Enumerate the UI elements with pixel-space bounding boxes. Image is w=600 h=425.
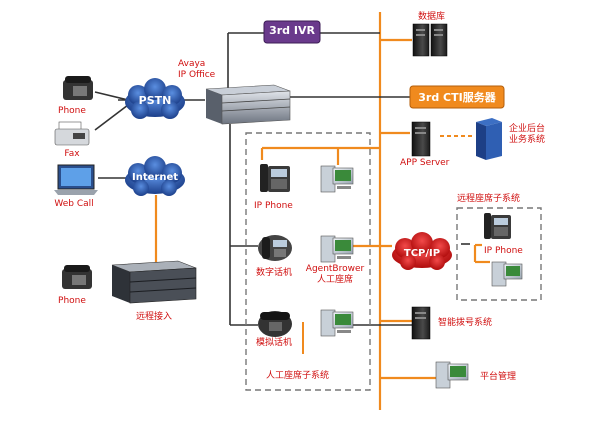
- internet-cloud-shape: [125, 156, 185, 196]
- pstn-cloud-shape: [125, 78, 185, 119]
- webcall-label: Web Call: [54, 199, 94, 209]
- pstn-cloud-label: PSTN: [138, 94, 172, 107]
- avaya-label: Avaya IP Office: [178, 59, 216, 80]
- analog-phone-icon: [258, 311, 292, 337]
- tcpip-cloud-shape: [392, 232, 452, 270]
- dialing-label: 智能拨号系统: [438, 318, 493, 328]
- agent-browser-label: AgentBrower 人工座席: [305, 264, 365, 285]
- database-label: 数据库: [418, 12, 446, 22]
- dialing-server-icon: [411, 306, 431, 340]
- remote-subsystem-box: [456, 207, 542, 301]
- ip-phone-icon: [260, 164, 290, 192]
- fax-icon: [54, 121, 90, 146]
- workstation-icon-3: [320, 309, 354, 337]
- cti-box: 3rd CTI服务器: [418, 91, 496, 104]
- remote-access-pbx-icon: [111, 260, 197, 304]
- cti-box-shape: [409, 85, 505, 109]
- app-server-icon: [411, 121, 431, 157]
- app-server-label: APP Server: [400, 158, 450, 168]
- remote-ip-phone-icon: [484, 213, 511, 239]
- phone-label-2: Phone: [58, 296, 86, 306]
- analog-phone-label: 模拟话机: [256, 338, 293, 348]
- ivr-box: 3rd IVR: [269, 24, 315, 37]
- laptop-icon: [54, 164, 98, 195]
- remote-ip-phone-label: IP Phone: [484, 246, 523, 256]
- remote-subsystem-label: 远程座席子系统: [457, 194, 521, 204]
- database-server-icon: [412, 23, 448, 57]
- ip-phone-label: IP Phone: [254, 201, 293, 211]
- phone-icon-1: [63, 76, 93, 100]
- avaya-pbx-icon: [205, 84, 291, 125]
- phone-label-1: Phone: [58, 106, 86, 116]
- tcpip-cloud-label: TCP/IP: [403, 248, 441, 259]
- workstation-icon-remote: [491, 261, 523, 287]
- workstation-icon-platform: [435, 361, 469, 389]
- enterprise-server-icon: [476, 118, 502, 160]
- fax-label: Fax: [64, 149, 80, 159]
- ivr-box-shape: [263, 20, 321, 44]
- agent-subsystem-box: [245, 132, 371, 391]
- platform-label: 平台管理: [480, 372, 517, 382]
- remote-access-label: 远程接入: [136, 312, 173, 322]
- enterprise-label: 企业后台 业务系统: [509, 124, 546, 145]
- internet-cloud-label: Internet: [131, 172, 178, 183]
- bus-lines: [154, 12, 490, 410]
- digital-phone-label: 数字话机: [256, 268, 293, 278]
- workstation-icon-2: [320, 235, 354, 263]
- workstation-icon-1: [320, 165, 354, 193]
- agent-subsystem-label: 人工座席子系统: [266, 371, 330, 381]
- phone-icon-2: [62, 265, 92, 289]
- digital-phone-icon: [258, 235, 292, 261]
